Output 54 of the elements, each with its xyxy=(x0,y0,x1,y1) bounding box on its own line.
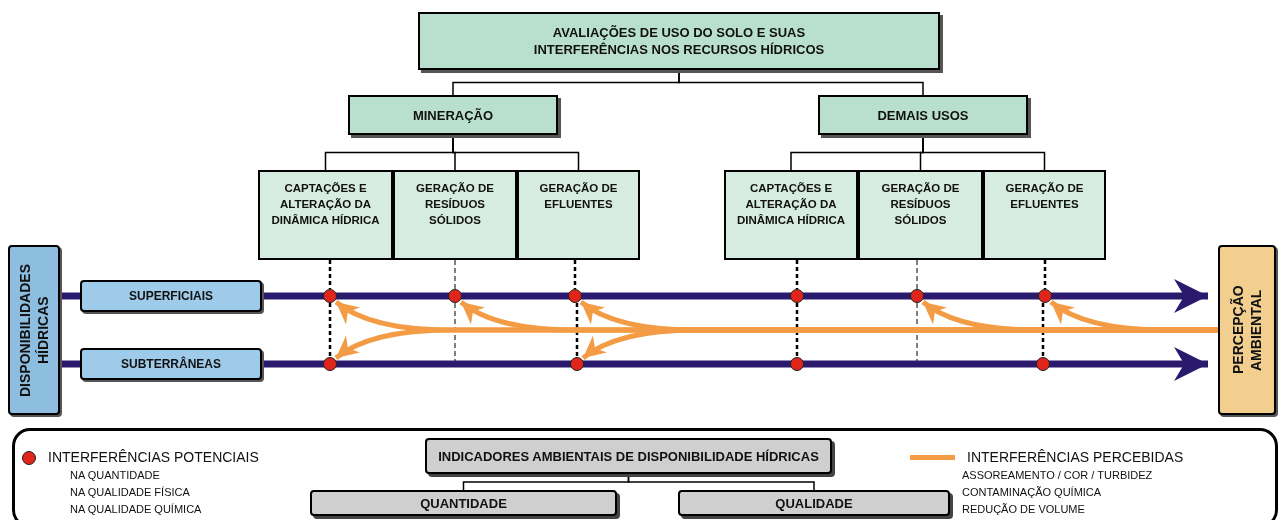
legend-note: NA QUALIDADE FÍSICA xyxy=(70,485,190,500)
dashed-line xyxy=(328,260,332,289)
dashed-line xyxy=(916,259,918,290)
connector-line xyxy=(60,360,80,368)
node-text: DISPONIBILIDADES HÍDRICAS xyxy=(16,262,52,399)
dashed-line xyxy=(454,302,456,363)
node-text: GERAÇÃO DE EFLUENTES xyxy=(538,181,619,212)
legend-note: REDUÇÃO DE VOLUME xyxy=(962,502,1085,517)
node-text: CAPTAÇÕES E ALTERAÇÃO DA DINÂMICA HÍDRICA xyxy=(270,181,381,228)
node-text: DEMAIS USOS xyxy=(877,106,969,124)
vertical-label-box xyxy=(1218,245,1276,415)
activity-box xyxy=(393,170,517,260)
category-box xyxy=(818,95,1028,135)
node-text: INDICADORES AMBIENTAIS DE DISPONIBILIDADE HÍDRICAS xyxy=(438,448,819,464)
dashed-line xyxy=(916,302,918,363)
node-text: QUALIDADE xyxy=(775,495,853,511)
node-text: CAPTAÇÕES E ALTERAÇÃO DA DINÂMICA HÍDRICA xyxy=(735,181,847,228)
activity-box xyxy=(858,170,983,260)
indicator-box xyxy=(678,490,950,516)
water-type-box xyxy=(80,348,262,380)
water-type-box xyxy=(80,280,262,312)
indicator-box xyxy=(310,490,617,516)
node-text: SUPERFICIAIS xyxy=(129,288,213,305)
vertical-label-box xyxy=(8,245,60,415)
activity-box xyxy=(517,170,640,260)
activity-box xyxy=(724,170,858,260)
category-box xyxy=(348,95,558,135)
node-text: SUBTERRÂNEAS xyxy=(121,355,221,373)
dashed-line xyxy=(1043,260,1047,289)
legend-note: ASSOREAMENTO / COR / TURBIDEZ xyxy=(962,468,1153,483)
node-text: GERAÇÃO DE EFLUENTES xyxy=(1004,181,1085,212)
indicator-box xyxy=(425,438,832,474)
dashed-line xyxy=(795,303,799,357)
activity-box xyxy=(983,170,1106,260)
node-text: QUANTIDADE xyxy=(420,495,507,511)
dashed-line xyxy=(1041,303,1045,357)
dashed-line xyxy=(328,303,332,357)
dashed-line xyxy=(795,260,799,289)
legend-text: INTERFERÊNCIAS POTENCIAIS xyxy=(48,448,259,467)
dashed-line xyxy=(575,303,579,357)
connector-line xyxy=(60,292,80,300)
dashed-line xyxy=(573,260,577,289)
dashed-line xyxy=(454,259,456,290)
legend-note: NA QUALIDADE QUÍMICA xyxy=(70,502,202,517)
node-text: PERCEPÇÃO AMBIENTAL xyxy=(1229,284,1265,377)
activity-box xyxy=(258,170,393,260)
node-text: AVALIAÇÕES DE USO DO SOLO E SUAS INTERFERÊNCIAS NOS RECURSOS HÍDRICOS xyxy=(532,24,826,58)
node-text: MINERAÇÃO xyxy=(412,106,494,124)
legend-text: INTERFERÊNCIAS PERCEBIDAS xyxy=(967,448,1184,467)
node-text: GERAÇÃO DE RESÍDUOS SÓLIDOS xyxy=(880,181,961,228)
legend-note: CONTAMINAÇÃO QUÍMICA xyxy=(962,485,1102,500)
legend-note: NA QUANTIDADE xyxy=(70,468,160,483)
category-box xyxy=(418,12,940,70)
node-text: GERAÇÃO DE RESÍDUOS SÓLIDOS xyxy=(415,181,495,228)
